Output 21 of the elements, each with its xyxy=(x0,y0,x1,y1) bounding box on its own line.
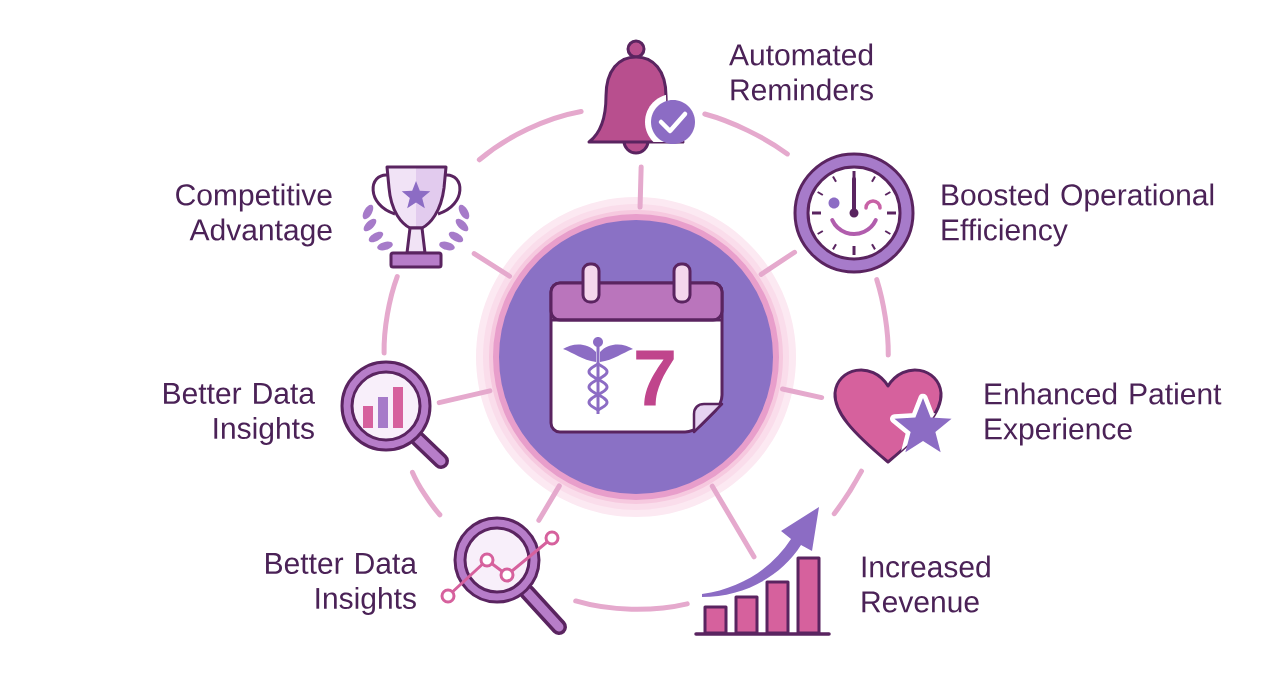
benefit-label: Automated Reminders xyxy=(729,43,873,101)
arc-line xyxy=(831,468,864,517)
arc-line xyxy=(702,111,790,157)
spoke-line xyxy=(637,164,644,210)
spoke-line xyxy=(758,249,798,277)
date-number: 7 xyxy=(636,350,674,406)
arc-line xyxy=(410,469,443,518)
benefit-label: Increased Revenue xyxy=(862,555,990,613)
arc-line xyxy=(381,274,400,356)
benefit-label: Better Data Insights xyxy=(266,553,417,615)
benefit-label: Enhanced Patient Experience xyxy=(985,382,1222,446)
benefit-label: Boosted Operational Efficiency xyxy=(942,183,1214,247)
arc-line xyxy=(476,108,584,163)
arc-line xyxy=(573,598,690,612)
benefit-label: Competitive Advantage xyxy=(176,183,332,247)
benefit-label: Better Data Insights xyxy=(164,383,315,445)
spoke-line xyxy=(780,386,825,401)
spoke-line xyxy=(471,251,513,279)
arc-line xyxy=(874,277,891,358)
spoke-line xyxy=(536,483,562,523)
spoke-line xyxy=(436,388,493,406)
